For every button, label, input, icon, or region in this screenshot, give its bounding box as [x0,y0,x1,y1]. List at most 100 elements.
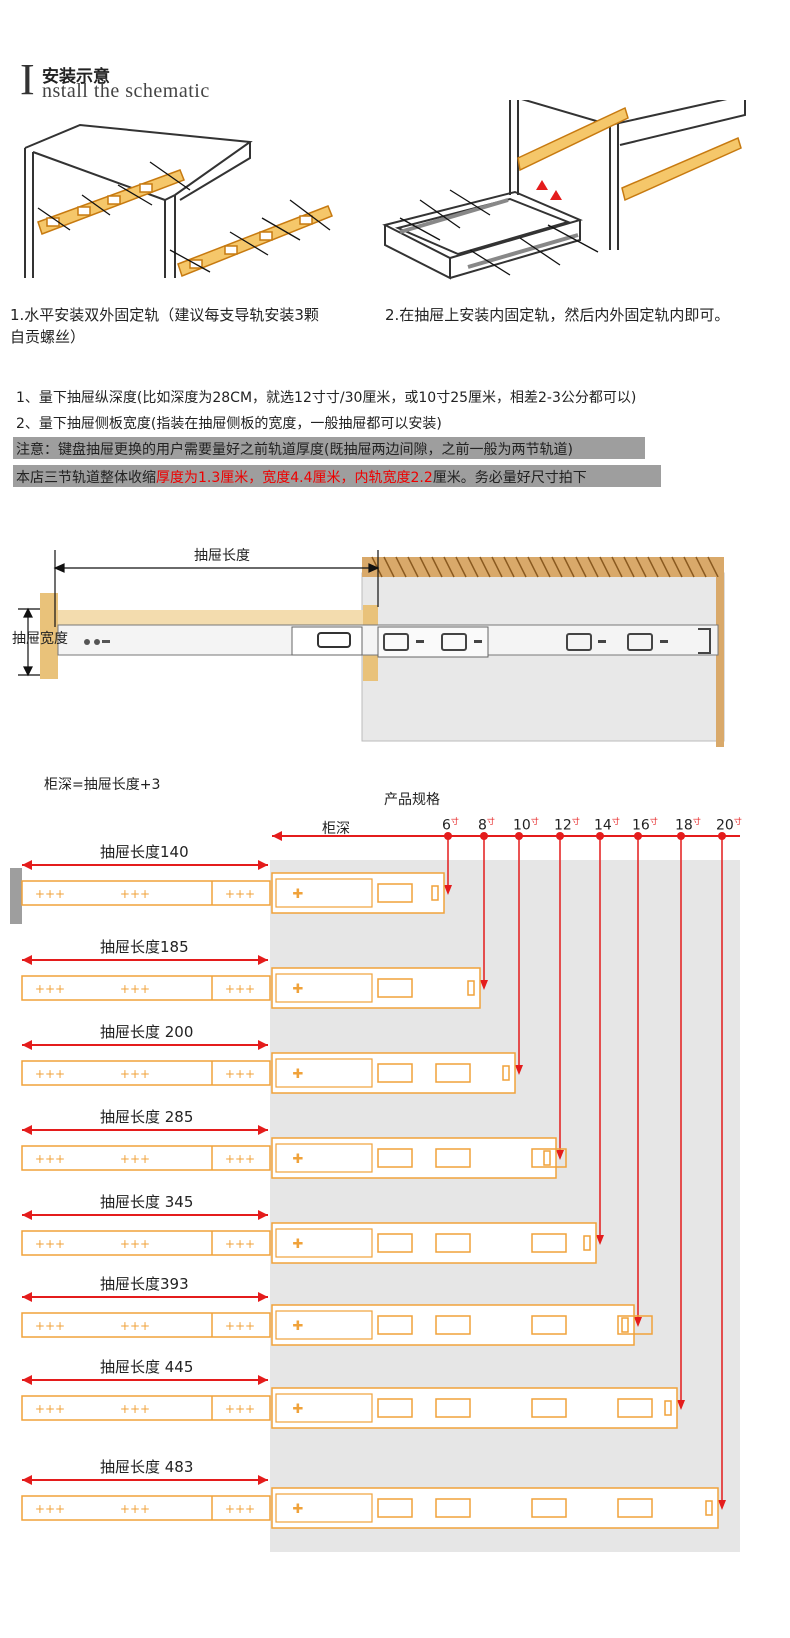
outer-rail-bearing-7: ✚ [293,1402,304,1417]
outer-rail-slot-a-8 [377,1498,413,1518]
outer-rail-bearing-6: ✚ [293,1319,304,1334]
size-drop-arrow-3 [515,1065,523,1075]
size-drop-arrow-8 [718,1500,726,1510]
size-value: 8 [478,817,487,834]
inner-rail-hole-5-3: +++ [225,1237,255,1251]
drawer-length-arrowhead-left-5 [22,1210,32,1220]
outer-rail-slot-b-4 [435,1148,471,1168]
outer-rail-slider-6 [275,1310,373,1340]
size-unit: 寸 [692,817,701,826]
note-line-4: 本店三节轨道整体收缩厚度为1.3厘米，宽度4.4厘米，内轨宽度2.2厘米。务必量… [16,467,587,487]
drawer-length-arrowhead-left-8 [22,1475,32,1485]
product-spec-title: 产品规格 [384,792,440,808]
size-unit: 寸 [450,817,459,826]
outer-rail-slot-a-3 [377,1063,413,1083]
size-unit: 寸 [486,817,495,826]
outer-rail-stop-7 [664,1400,672,1416]
inner-rail-hole-1-3: +++ [225,887,255,901]
inner-rail-7 [21,1395,271,1421]
outer-rail-slot-d-8 [617,1498,653,1518]
outer-rail-slider-5 [275,1228,373,1258]
drawer-width-label: 抽屉宽度 [12,631,68,647]
outer-rail-slot-b-3 [435,1063,471,1083]
note-highlight-bar-2 [13,465,661,487]
size-unit: 寸 [571,817,580,826]
header-initial-letter: I [20,55,35,104]
inner-rail-hole-4-1: +++ [35,1152,65,1166]
step-1-line2: 自贡螺丝） [10,328,86,346]
size-value: 20 [716,817,734,834]
outer-rail-stop-4 [543,1150,551,1166]
drawer-dimension-diagram [18,550,725,747]
size-unit: 寸 [649,817,658,826]
outer-rail-slider-2 [275,973,373,1003]
drawer-length-arrowhead-left-4 [22,1125,32,1135]
note-line-4-red: 厚度为1.3厘米，宽度4.4厘米，内轨宽度2.2 [156,470,433,486]
size-label-18: 18寸 [675,816,701,834]
outer-rail-slot-a-1 [377,883,413,903]
outer-rail-slot-c-8 [531,1498,567,1518]
drawer-length-arrowhead-right-4 [258,1125,268,1135]
outer-rail-8 [271,1487,719,1529]
outer-rail-6 [271,1304,635,1346]
inner-rail-5 [21,1230,271,1256]
inner-rail-hole-8-1: +++ [35,1502,65,1516]
drawer-length-arrowhead-left-2 [22,955,32,965]
size-value: 10 [513,817,531,834]
cabinet-depth-arrowhead [272,831,282,841]
row-label-4: 抽屉长度 285 [100,1108,194,1126]
outer-rail-3 [271,1052,516,1094]
inner-rail-6 [21,1312,271,1338]
drawer-length-arrowhead-left-3 [22,1040,32,1050]
outer-rail-stop-6 [621,1317,629,1333]
row-label-3: 抽屉长度 200 [100,1023,194,1041]
outer-rail-bearing-1: ✚ [293,887,304,902]
drawer-length-label: 抽屉长度 [194,548,250,564]
size-label-16: 16寸 [632,816,658,834]
size-value: 14 [594,817,612,834]
inner-rail-hole-1-1: +++ [35,887,65,901]
inner-rail-hole-4-2: +++ [120,1152,150,1166]
outer-rail-slider-8 [275,1493,373,1523]
inner-rail-hole-8-3: +++ [225,1502,255,1516]
size-label-14: 14寸 [594,816,620,834]
outer-rail-slider-1 [275,878,373,908]
inner-rail-hole-2-3: +++ [225,982,255,996]
size-drop-arrow-4 [556,1150,564,1160]
inner-rail-2 [21,975,271,1001]
outer-rail-slot-c-4 [531,1148,567,1168]
note-highlight-bar-1 [13,437,645,459]
outer-rail-slider-7 [275,1393,373,1423]
size-label-20: 20寸 [716,816,742,834]
outer-rail-2 [271,967,481,1009]
step-2-text: 2.在抽屉上安装内固定轨，然后内外固定轨内即可。 [385,306,730,324]
header-title-en: nstall the schematic [42,80,210,102]
drawer-length-arrowhead-right-8 [258,1475,268,1485]
drawer-length-arrowhead-right-2 [258,955,268,965]
note-line-4-c: 厘米。务必量好尺寸拍下 [432,470,587,486]
wall-marker [10,868,22,924]
outer-rail-slot-d-7 [617,1398,653,1418]
outer-rail-slot-a-2 [377,978,413,998]
row-label-7: 抽屉长度 445 [100,1358,194,1376]
row-label-6: 抽屉长度393 [100,1275,189,1293]
inner-rail-hole-8-2: +++ [120,1502,150,1516]
drawer-length-arrowhead-right-3 [258,1040,268,1050]
inner-rail-hole-6-2: +++ [120,1319,150,1333]
inner-rail-hole-7-2: +++ [120,1402,150,1416]
inner-rail-hole-5-1: +++ [35,1237,65,1251]
outer-rail-slot-b-8 [435,1498,471,1518]
outer-rail-7 [271,1387,678,1429]
install-illustrations [24,100,746,280]
outer-rail-bearing-4: ✚ [293,1152,304,1167]
outer-rail-slider-3 [275,1058,373,1088]
outer-rail-slot-a-6 [377,1315,413,1335]
inner-rail-1 [21,880,271,906]
inner-rail-hole-6-1: +++ [35,1319,65,1333]
outer-rail-stop-5 [583,1235,591,1251]
row-label-8: 抽屉长度 483 [100,1458,194,1476]
drawer-length-arrowhead-right-1 [258,860,268,870]
row-label-5: 抽屉长度 345 [100,1193,194,1211]
inner-rail-hole-1-2: +++ [120,887,150,901]
size-value: 18 [675,817,693,834]
